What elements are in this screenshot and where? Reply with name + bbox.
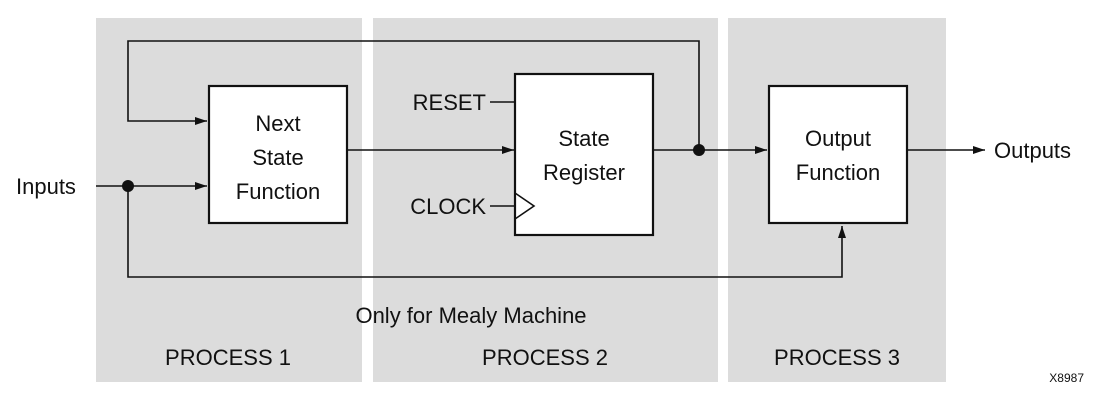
state-register-label-line-2: Register: [543, 160, 625, 185]
output-function-block: [767, 84, 909, 225]
outputs-label: Outputs: [994, 138, 1071, 163]
next-state-function-block: [207, 84, 349, 225]
mealy-note: Only for Mealy Machine: [355, 303, 586, 328]
output-function-label-line-2: Function: [796, 160, 880, 185]
clock-label: CLOCK: [410, 194, 486, 219]
next-state-label-line-1: Next: [255, 111, 300, 136]
mealy-wire: [127, 186, 846, 278]
reset-label: RESET: [413, 90, 486, 115]
next-state-label-line-3: Function: [236, 179, 320, 204]
next-state-label-line-2: State: [252, 145, 303, 170]
inputs-junction-dot: [122, 180, 134, 192]
state-junction-dot: [693, 144, 705, 156]
clock-input-triangle: [514, 192, 536, 220]
process-2-label: PROCESS 2: [482, 345, 608, 370]
inputs-label: Inputs: [16, 174, 76, 199]
process-3-label: PROCESS 3: [774, 345, 900, 370]
feedback-wire: [127, 40, 700, 150]
state-register-block: [513, 72, 655, 237]
output-function-label-line-1: Output: [805, 126, 871, 151]
state-register-label-line-1: State: [558, 126, 609, 151]
wires: [96, 40, 985, 278]
process-1-label: PROCESS 1: [165, 345, 291, 370]
figure-id: X8987: [1049, 371, 1084, 385]
